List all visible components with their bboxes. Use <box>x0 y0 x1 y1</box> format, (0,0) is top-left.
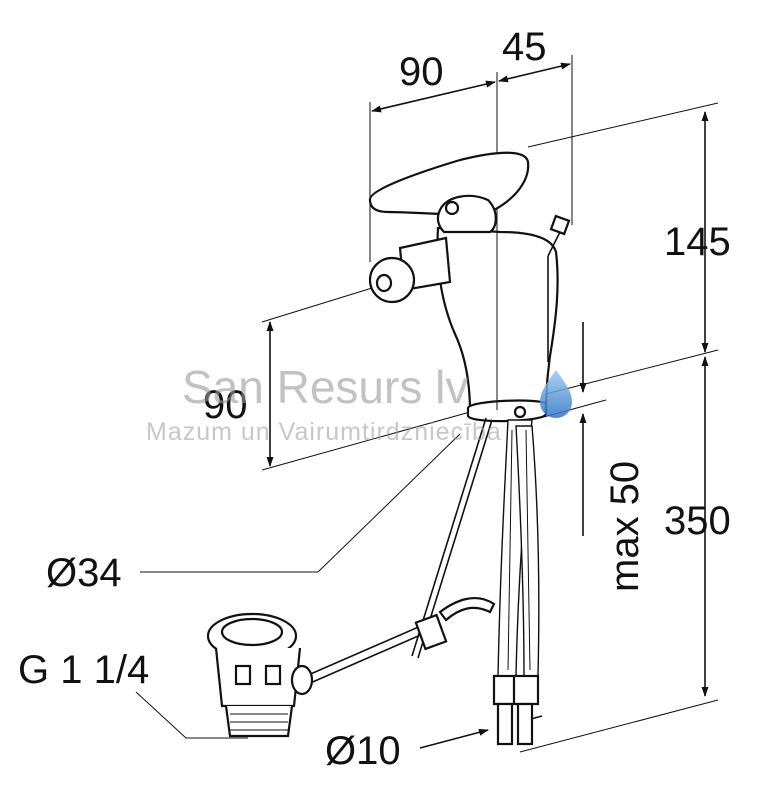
dimension-lines <box>135 55 719 753</box>
waste-drain <box>206 612 314 738</box>
dim-top-width-left: 90 <box>399 50 444 94</box>
flexible-hoses <box>492 419 540 746</box>
dim-max-thickness: max 50 <box>603 461 647 592</box>
dim-hole-diameter: Ø34 <box>46 551 122 595</box>
water-drop-icon <box>540 370 572 418</box>
watermark-title: San Resurs lv <box>182 361 468 413</box>
faucet-body <box>368 151 571 423</box>
dim-waste-thread: G 1 1/4 <box>18 648 149 692</box>
dim-height-total: 350 <box>664 499 731 543</box>
dim-hose-diameter: Ø10 <box>325 729 401 773</box>
dim-top-width-right: 45 <box>502 25 547 69</box>
dim-height-spout: 90 <box>203 383 248 427</box>
watermark-subtitle: Mazum un Vairumtirdzniecība <box>146 418 502 446</box>
dim-height-lever: 145 <box>664 220 731 264</box>
popup-rod <box>305 417 496 685</box>
